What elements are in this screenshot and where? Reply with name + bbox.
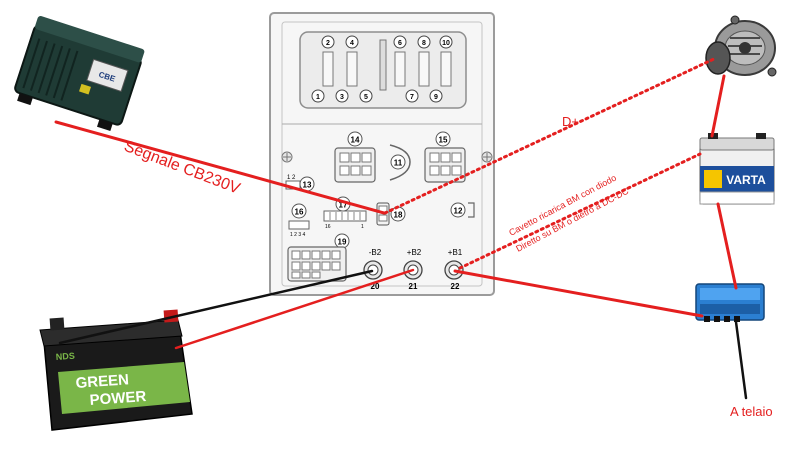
connector-17-pin-b: 1 bbox=[361, 224, 364, 230]
green-battery-brand: NDS bbox=[55, 351, 75, 362]
wire-positive-b1 bbox=[453, 269, 704, 318]
connector-19-label: 19 bbox=[338, 238, 347, 247]
relay-bottom-number: 1 bbox=[316, 94, 320, 101]
varta-brand-label: VARTA bbox=[726, 173, 766, 187]
panel-screws bbox=[281, 151, 493, 163]
relay-bottom-number: 9 bbox=[434, 94, 438, 101]
terminal-21-number: 21 bbox=[409, 282, 418, 291]
terminal-20-number: 20 bbox=[371, 282, 380, 291]
connector-11-label: 11 bbox=[394, 159, 403, 168]
connector-15: 15 bbox=[424, 131, 466, 183]
connector-18-label: 18 bbox=[394, 211, 403, 220]
connector-13-label: 13 bbox=[303, 181, 312, 190]
connector-11: 11 bbox=[389, 144, 411, 181]
dc-dc-converter bbox=[695, 283, 765, 322]
connector-13: 1 2 13 bbox=[285, 175, 315, 192]
connector-15-label: 15 bbox=[439, 136, 448, 145]
alternator bbox=[705, 15, 777, 77]
relay-top-number: 6 bbox=[398, 40, 402, 47]
relay-bottom-number: 5 bbox=[364, 94, 368, 101]
terminal-21-polarity: +B2 bbox=[407, 248, 422, 257]
relay-top-number: 4 bbox=[350, 40, 354, 47]
terminal-20-polarity: -B2 bbox=[369, 248, 382, 257]
wire-cavetto-ricarica bbox=[458, 152, 702, 270]
terminal-22-number: 22 bbox=[451, 282, 460, 291]
wires bbox=[54, 56, 748, 400]
relay-bottom-number: 3 bbox=[340, 94, 344, 101]
wire-varta-dcdc bbox=[716, 202, 738, 290]
connector-19: 19 bbox=[287, 233, 350, 282]
wire-negative-b2 bbox=[58, 269, 374, 345]
wire-d-plus bbox=[383, 56, 718, 215]
connector-13-pins: 1 2 bbox=[287, 175, 296, 181]
relay-top-number: 2 bbox=[326, 40, 330, 47]
wire-segnale bbox=[54, 120, 386, 215]
wire-ground bbox=[734, 320, 748, 400]
label-d-plus: D+ bbox=[562, 114, 579, 129]
connector-17-pin-a: 16 bbox=[325, 224, 331, 230]
connector-17-label: 17 bbox=[339, 201, 348, 210]
wire-alternator-varta bbox=[710, 74, 726, 138]
label-a-telaio: A telaio bbox=[730, 404, 773, 419]
relay-top-number: 10 bbox=[442, 40, 450, 47]
connector-12-label: 12 bbox=[454, 207, 463, 216]
green-power-battery: NDS GREEN POWER bbox=[39, 309, 193, 431]
varta-battery: VARTA bbox=[699, 133, 775, 205]
charger-cb230: CBE bbox=[14, 15, 145, 132]
terminal-22: +B1 22 bbox=[444, 248, 464, 291]
relay-top-number: 8 bbox=[422, 40, 426, 47]
green-battery-text-2: POWER bbox=[89, 388, 147, 409]
relay-bottom-number: 7 bbox=[410, 94, 414, 101]
terminal-22-polarity: +B1 bbox=[448, 248, 463, 257]
connector-14-label: 14 bbox=[351, 136, 360, 145]
green-battery-text-1: GREEN bbox=[75, 371, 129, 392]
terminal-20: -B2 20 bbox=[363, 248, 383, 291]
wire-positive-b2 bbox=[174, 268, 415, 350]
connector-18: 18 bbox=[376, 202, 406, 226]
connector-14: 14 bbox=[334, 131, 376, 183]
connector-12: 12 bbox=[450, 202, 475, 218]
connector-16-label: 16 bbox=[295, 208, 304, 217]
connector-16-pins: 1 2 3 4 bbox=[290, 232, 306, 238]
connector-16: 16 1 2 3 4 bbox=[288, 203, 310, 238]
